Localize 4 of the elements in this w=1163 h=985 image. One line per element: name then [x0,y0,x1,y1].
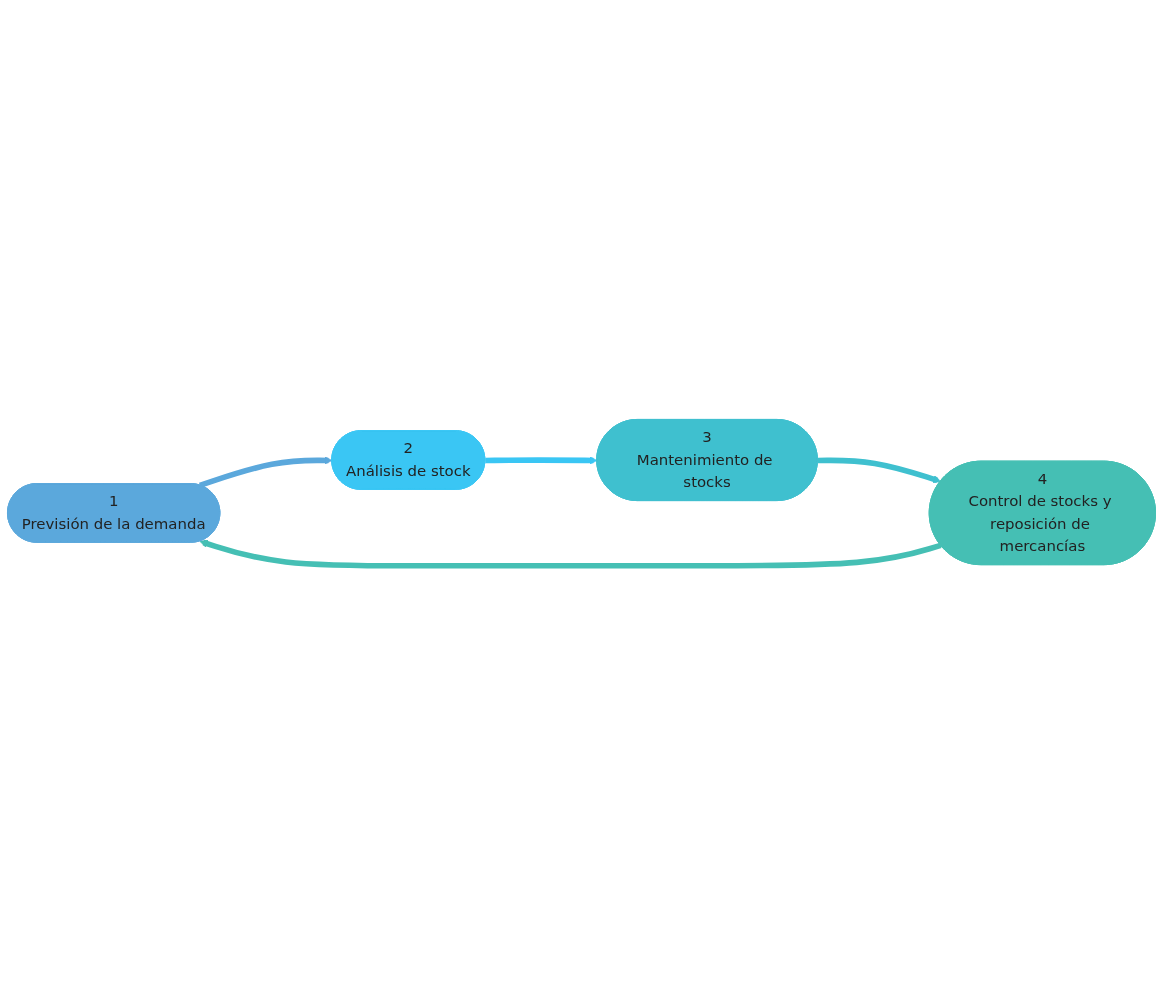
arrow [485,456,598,465]
arrow [817,457,942,483]
arrow [199,539,942,569]
arrow [198,456,333,488]
